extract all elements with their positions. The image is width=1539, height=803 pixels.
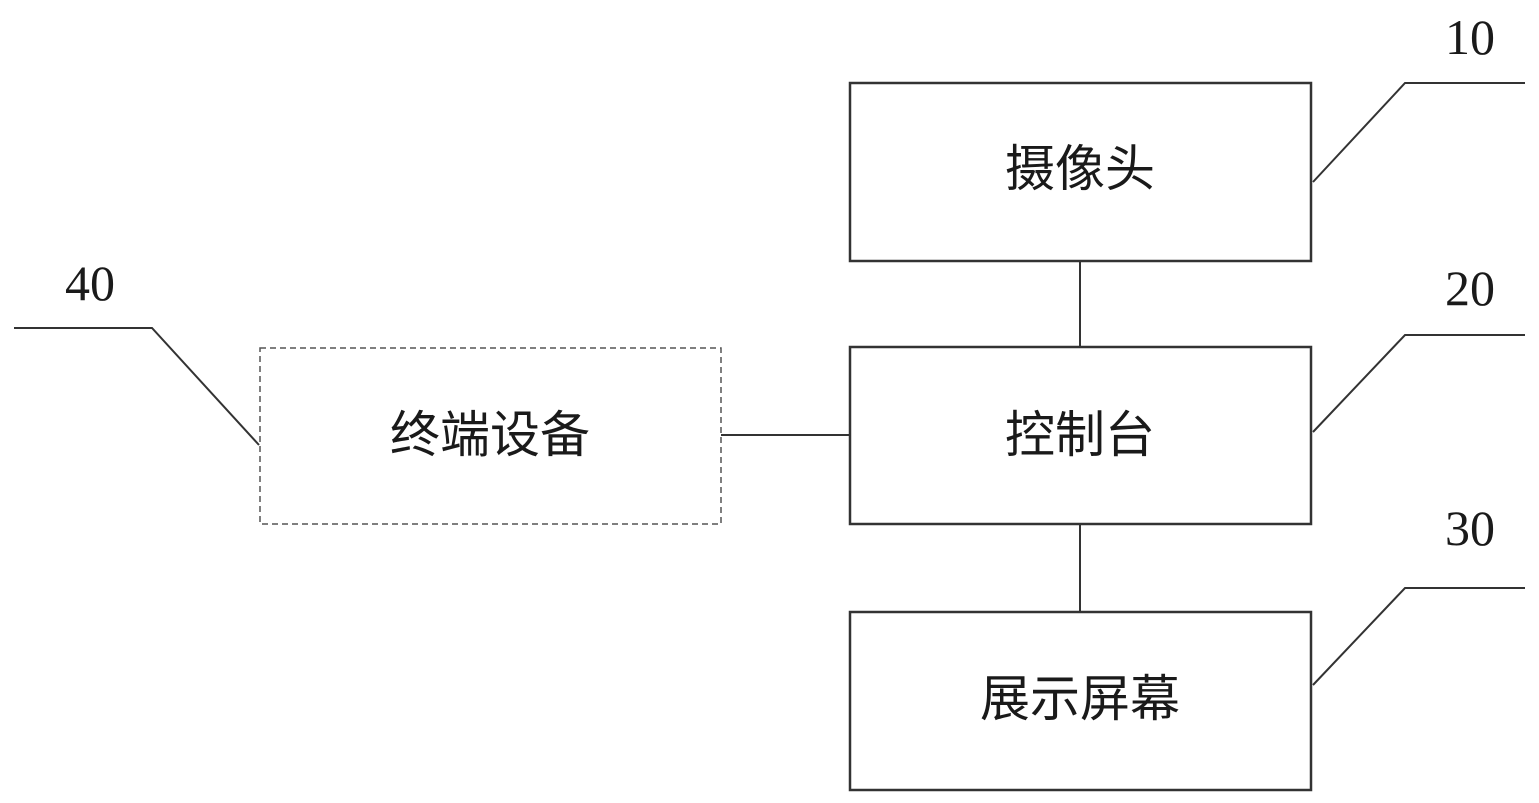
display-label: 展示屏幕 [980,670,1180,728]
leader-line-10 [1312,82,1525,183]
ref-number-10: 10 [1445,9,1495,65]
leader-line-20 [1312,334,1525,433]
console-label: 控制台 [1005,406,1155,464]
leader-line-40 [14,327,260,446]
camera-block: 摄像头 [848,81,1313,263]
ref-number-20: 20 [1445,260,1495,316]
ref-number-30: 30 [1445,500,1495,556]
leader-line-30 [1312,587,1525,686]
console-block: 控制台 [848,345,1313,526]
ref-number-40: 40 [65,255,115,311]
terminal-label: 终端设备 [390,406,590,464]
camera-label: 摄像头 [1005,140,1155,198]
display-block: 展示屏幕 [848,610,1313,792]
terminal-block: 终端设备 [259,347,722,525]
